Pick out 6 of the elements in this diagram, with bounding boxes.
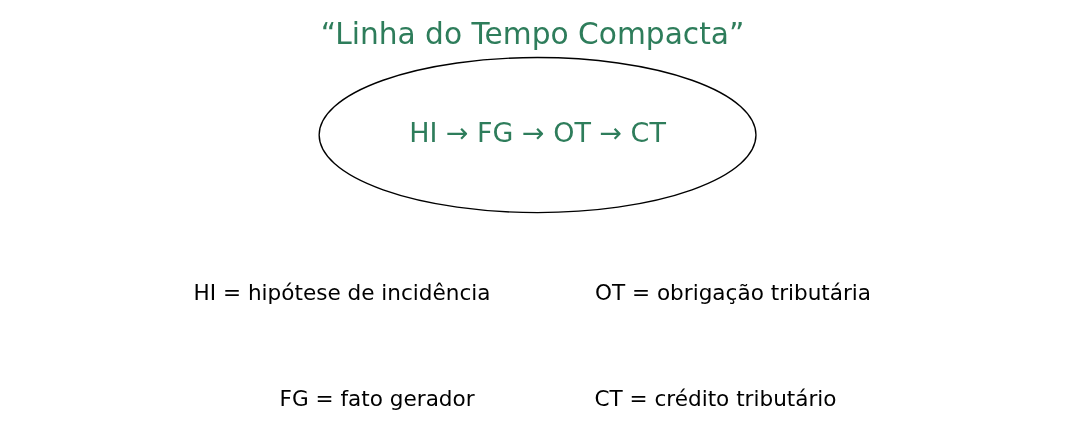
label: FG = fato gerador xyxy=(279,385,475,411)
node-ellipse: HI → FG → OT → CT xyxy=(318,56,757,213)
diagram-title: “Linha do Tempo Compacta” xyxy=(320,15,745,51)
label: HI = hipótese de incidência xyxy=(193,279,491,305)
label: OT = obrigação tributária xyxy=(595,279,872,305)
label: CT = crédito tributário xyxy=(594,385,837,411)
